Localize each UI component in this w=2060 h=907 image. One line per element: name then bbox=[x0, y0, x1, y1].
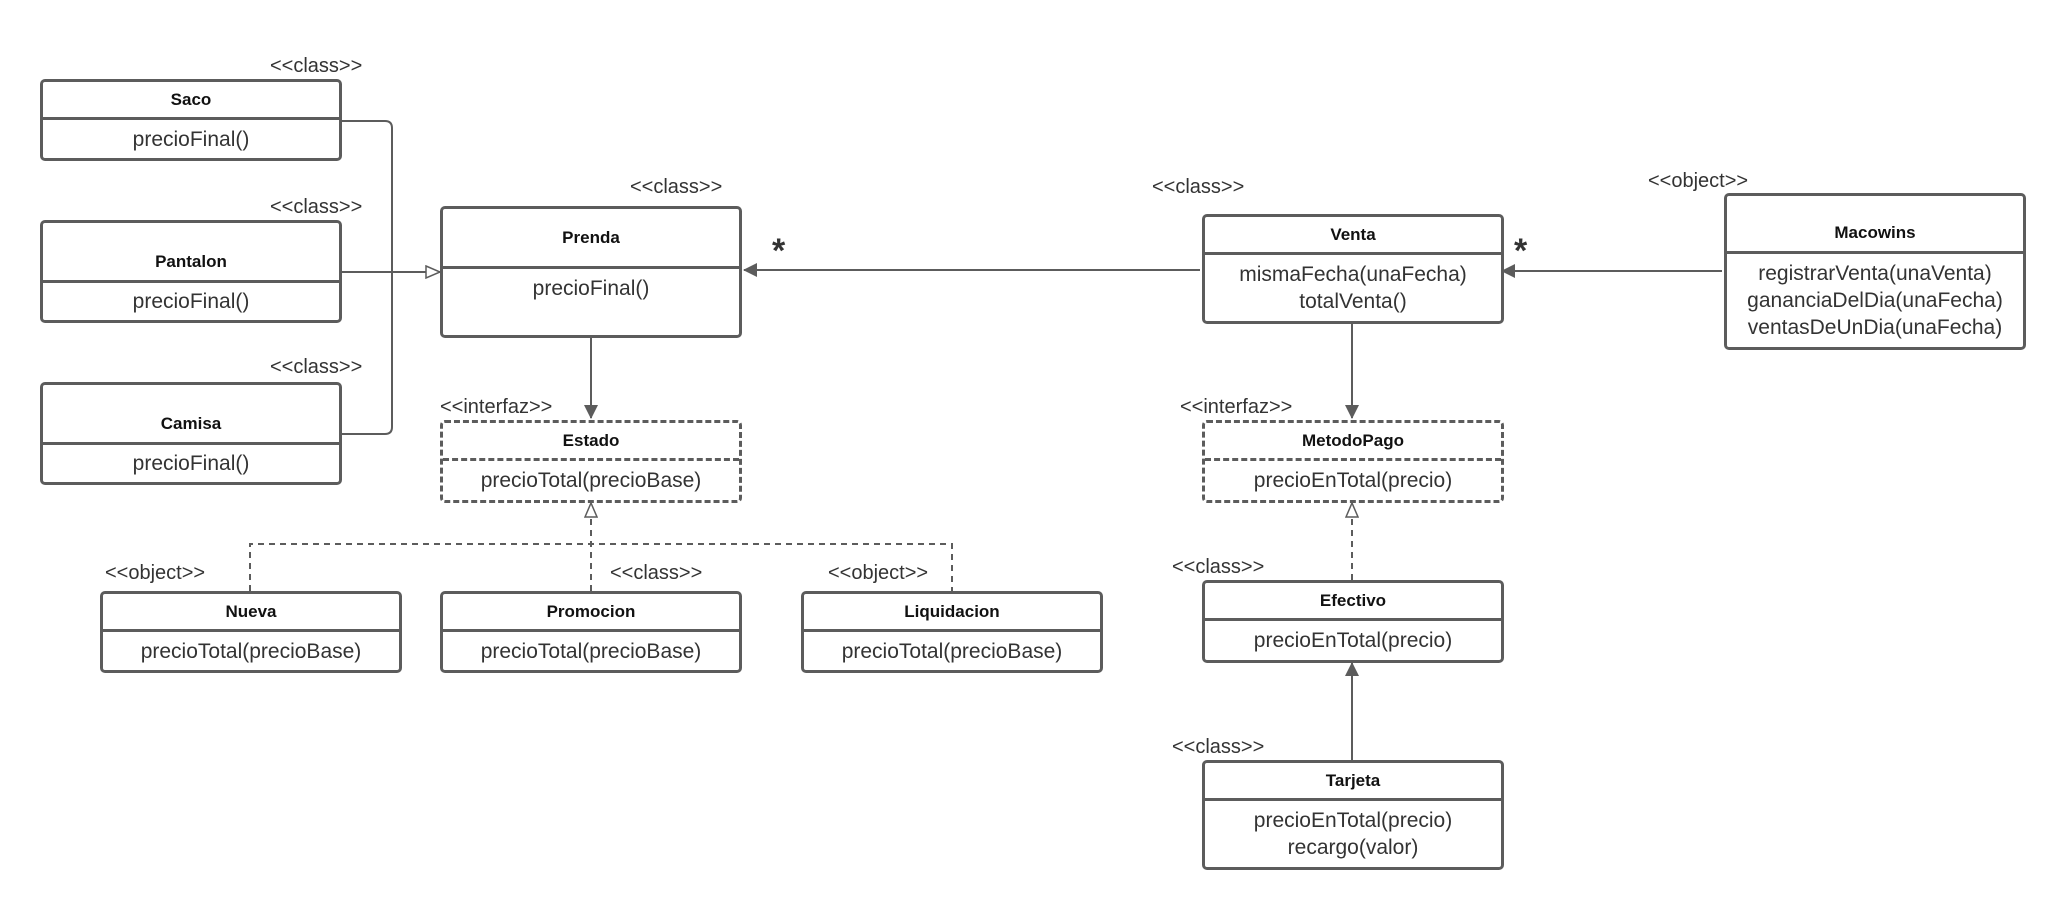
class-name: Macowins bbox=[1727, 196, 2023, 254]
method-list: precioEnTotal(precio) bbox=[1205, 621, 1501, 660]
class-name: MetodoPago bbox=[1205, 423, 1501, 461]
method-list: registrarVenta(unaVenta) gananciaDelDia(… bbox=[1727, 254, 2023, 347]
class-name: Tarjeta bbox=[1205, 763, 1501, 801]
class-name: Estado bbox=[443, 423, 739, 461]
method-list: precioEnTotal(precio) bbox=[1205, 461, 1501, 500]
class-name: Promocion bbox=[443, 594, 739, 632]
object-nueva[interactable]: Nueva precioTotal(precioBase) bbox=[100, 591, 402, 673]
class-promocion[interactable]: Promocion precioTotal(precioBase) bbox=[440, 591, 742, 673]
connector-nueva-estado bbox=[249, 543, 953, 591]
prenda-stereotype: <<class>> bbox=[630, 176, 723, 198]
camisa-stereotype: <<class>> bbox=[270, 356, 363, 378]
pantalon-stereotype: <<class>> bbox=[270, 196, 363, 218]
method: registrarVenta(unaVenta) bbox=[1758, 262, 1992, 285]
method-list: precioFinal() bbox=[43, 445, 339, 482]
metodopago-stereotype: <<interfaz>> bbox=[1180, 396, 1293, 418]
method: recargo(valor) bbox=[1287, 836, 1419, 859]
method-list: precioTotal(precioBase) bbox=[443, 461, 739, 500]
object-macowins[interactable]: Macowins registrarVenta(unaVenta) gananc… bbox=[1724, 193, 2026, 350]
method: precioTotal(precioBase) bbox=[480, 469, 702, 492]
estado-stereotype: <<interfaz>> bbox=[440, 396, 553, 418]
method: precioEnTotal(precio) bbox=[1253, 629, 1453, 652]
object-liquidacion[interactable]: Liquidacion precioTotal(precioBase) bbox=[801, 591, 1103, 673]
method: totalVenta() bbox=[1299, 290, 1407, 313]
method-list: precioFinal() bbox=[43, 120, 339, 158]
method: precioEnTotal(precio) bbox=[1253, 469, 1453, 492]
liquidacion-stereotype: <<object>> bbox=[828, 562, 929, 584]
class-name: Prenda bbox=[443, 209, 739, 269]
interface-estado[interactable]: Estado precioTotal(precioBase) bbox=[440, 420, 742, 503]
multiplicity-macowins-venta: * bbox=[1514, 232, 1528, 270]
method-list: precioFinal() bbox=[43, 283, 339, 320]
method-list: precioFinal() bbox=[443, 269, 739, 335]
method: precioEnTotal(precio) bbox=[1253, 809, 1453, 832]
venta-stereotype: <<class>> bbox=[1152, 176, 1245, 198]
class-camisa[interactable]: Camisa precioFinal() bbox=[40, 382, 342, 485]
connector-saco-prenda bbox=[342, 120, 393, 272]
method: mismaFecha(unaFecha) bbox=[1239, 263, 1467, 286]
method: precioFinal() bbox=[132, 127, 250, 151]
class-venta[interactable]: Venta mismaFecha(unaFecha) totalVenta() bbox=[1202, 214, 1504, 324]
tarjeta-stereotype: <<class>> bbox=[1172, 736, 1265, 758]
method: precioTotal(precioBase) bbox=[841, 639, 1063, 663]
saco-stereotype: <<class>> bbox=[270, 55, 363, 77]
method: precioFinal() bbox=[532, 277, 650, 300]
class-efectivo[interactable]: Efectivo precioEnTotal(precio) bbox=[1202, 580, 1504, 663]
macowins-stereotype: <<object>> bbox=[1648, 170, 1749, 192]
method-list: precioTotal(precioBase) bbox=[804, 632, 1100, 670]
connector-camisa-prenda bbox=[342, 272, 393, 435]
class-name: Efectivo bbox=[1205, 583, 1501, 621]
method: ventasDeUnDia(unaFecha) bbox=[1747, 316, 2003, 339]
class-name: Venta bbox=[1205, 217, 1501, 255]
class-name: Liquidacion bbox=[804, 594, 1100, 632]
method: precioTotal(precioBase) bbox=[480, 639, 702, 663]
efectivo-stereotype: <<class>> bbox=[1172, 556, 1265, 578]
method-list: mismaFecha(unaFecha) totalVenta() bbox=[1205, 255, 1501, 321]
method: precioTotal(precioBase) bbox=[140, 639, 362, 663]
class-name: Nueva bbox=[103, 594, 399, 632]
method: precioFinal() bbox=[132, 290, 250, 313]
promocion-stereotype: <<class>> bbox=[610, 562, 703, 584]
class-name: Saco bbox=[43, 82, 339, 120]
class-saco[interactable]: Saco precioFinal() bbox=[40, 79, 342, 161]
method-list: precioTotal(precioBase) bbox=[103, 632, 399, 670]
class-prenda[interactable]: Prenda precioFinal() bbox=[440, 206, 742, 338]
method-list: precioTotal(precioBase) bbox=[443, 632, 739, 670]
class-pantalon[interactable]: Pantalon precioFinal() bbox=[40, 220, 342, 323]
multiplicity-venta-prenda: * bbox=[772, 232, 786, 270]
method: precioFinal() bbox=[132, 452, 250, 475]
class-tarjeta[interactable]: Tarjeta precioEnTotal(precio) recargo(va… bbox=[1202, 760, 1504, 870]
class-name: Pantalon bbox=[43, 223, 339, 283]
interface-metodopago[interactable]: MetodoPago precioEnTotal(precio) bbox=[1202, 420, 1504, 503]
nueva-stereotype: <<object>> bbox=[105, 562, 206, 584]
method-list: precioEnTotal(precio) recargo(valor) bbox=[1205, 801, 1501, 867]
method: gananciaDelDia(unaFecha) bbox=[1747, 289, 2003, 312]
class-name: Camisa bbox=[43, 385, 339, 445]
